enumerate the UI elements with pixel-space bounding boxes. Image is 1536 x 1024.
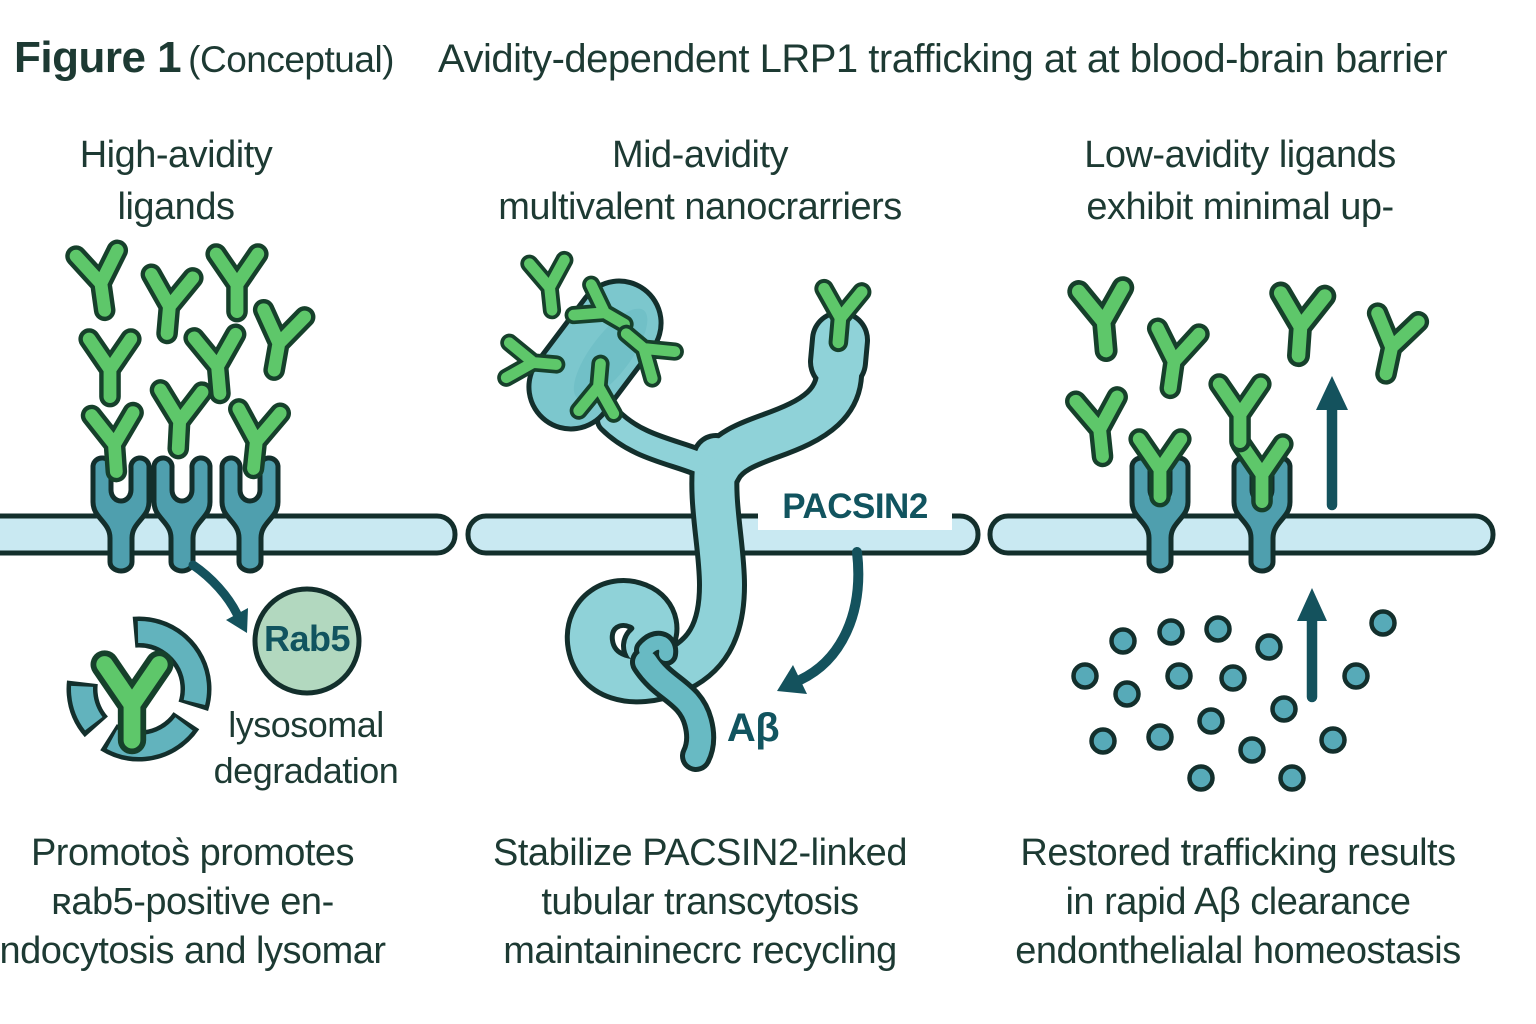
middle-panel-heading: Mid-avidity multivalent nanocrarriers — [408, 129, 992, 233]
ligand-y-icon — [529, 260, 569, 312]
abeta-dot-icon — [1197, 707, 1225, 735]
clearance-up-arrow-icon — [1297, 588, 1327, 703]
abeta-hook — [630, 630, 717, 772]
lysosomal-degradation-label: lysosomal degradation — [146, 702, 466, 794]
right-panel-caption: Restored trafficking results in rapid Aβ… — [995, 829, 1481, 976]
right-heading-line2: exhibit minimal up- — [1086, 186, 1394, 228]
abeta-dot-icon — [1204, 615, 1232, 643]
abeta-dot-icon — [1146, 723, 1174, 751]
abeta-monomer-field — [1071, 609, 1397, 792]
membrane-segment-left — [0, 513, 458, 556]
abeta-dot-icon — [1238, 736, 1266, 764]
ligand-y-icon — [89, 339, 131, 397]
abeta-dot-icon — [1165, 662, 1193, 690]
abeta-dot-icon — [1113, 680, 1141, 708]
middle-caption-line2: tubular transcytosis — [541, 881, 859, 923]
middle-heading-line2: multivalent nanocrarriers — [498, 186, 902, 228]
figure-title-text: Avidity-dependent LRP1 trafficking at at… — [438, 37, 1448, 81]
recycling-up-arrow-icon — [1316, 376, 1348, 511]
figure-title: Figure 1 (Conceptual) Avidity-dependent … — [14, 33, 1448, 83]
figure-qualifier: (Conceptual) — [188, 39, 394, 80]
abeta-label: Aβ — [726, 706, 780, 750]
abeta-dot-icon — [1319, 726, 1347, 754]
pacsin2-label: PACSIN2 — [758, 484, 952, 530]
right-caption-line1: Restored trafficking results — [1020, 832, 1456, 874]
right-ligand-cloud — [1076, 288, 1419, 459]
middle-caption-line3: maintaininecrc recycling — [503, 930, 897, 972]
pacsin2-curved-arrow-icon — [777, 547, 864, 694]
ligand-y-icon — [216, 254, 258, 312]
abeta-dot-icon — [1369, 609, 1397, 637]
right-heading-line1: Low-avidity ligands — [1084, 134, 1396, 176]
ligand-y-icon — [1150, 328, 1199, 391]
abeta-dot-icon — [1071, 662, 1099, 690]
rab5-endosome-icon — [252, 586, 362, 696]
abeta-dot-icon — [1270, 695, 1298, 723]
lysosome-ring-icon — [66, 616, 212, 762]
left-panel-caption: Promotos̀ promotes ʀab5-positive en- ndo… — [0, 829, 445, 976]
endocytosis-curved-arrow-icon — [188, 560, 248, 633]
ligand-y-icon — [157, 390, 202, 450]
right-caption-line2: in rapid Aβ clearance — [1065, 881, 1411, 923]
middle-heading-line1: Mid-avidity — [611, 134, 789, 176]
left-heading-line1: High-avidity — [79, 134, 273, 176]
lysosomal-degradation-line2: degradation — [213, 750, 399, 791]
right-caption-line3: endonthelialal homeostasis — [1015, 930, 1461, 972]
middle-panel-caption: Stabilize PACSIN2-linked tubular transcy… — [455, 829, 945, 976]
ligand-y-icon — [1079, 288, 1128, 353]
tubular-carrier-icon — [506, 260, 861, 772]
rab5-label: Rab5 — [263, 618, 351, 659]
left-caption-line2: ʀab5-positive en- — [51, 881, 334, 923]
abeta-dot-icon — [1157, 618, 1185, 646]
abeta-dot-icon — [1089, 727, 1117, 755]
abeta-dot-icon — [1187, 764, 1215, 792]
abeta-dot-icon — [1278, 764, 1306, 792]
lysosomal-degradation-line1: lysosomal — [228, 704, 384, 745]
middle-caption-line1: Stabilize PACSIN2-linked — [493, 832, 907, 874]
ligand-y-icon — [254, 310, 305, 374]
ligand-y-icon — [146, 274, 192, 335]
ligand-y-icon — [1366, 313, 1419, 378]
abeta-dot-icon — [1342, 662, 1370, 690]
ligand-y-icon — [1076, 397, 1123, 459]
ligand-y-icon — [1219, 384, 1261, 442]
left-panel-heading: High-avidity ligands — [0, 129, 352, 233]
figure-label: Figure 1 — [14, 33, 182, 82]
ligand-y-icon — [1276, 293, 1324, 357]
abeta-dot-icon — [1219, 664, 1247, 692]
left-ligand-cloud — [76, 250, 305, 473]
left-caption-line1: Promotos̀ promotes — [30, 832, 355, 874]
abeta-dot-icon — [1255, 633, 1283, 661]
abeta-dot-icon — [1109, 627, 1137, 655]
right-panel-heading: Low-avidity ligands exhibit minimal up- — [1008, 129, 1472, 233]
ligand-y-icon — [76, 250, 125, 313]
left-heading-line2: ligands — [117, 186, 235, 228]
left-caption-line3: ndocytosis and lysomar — [0, 930, 386, 972]
